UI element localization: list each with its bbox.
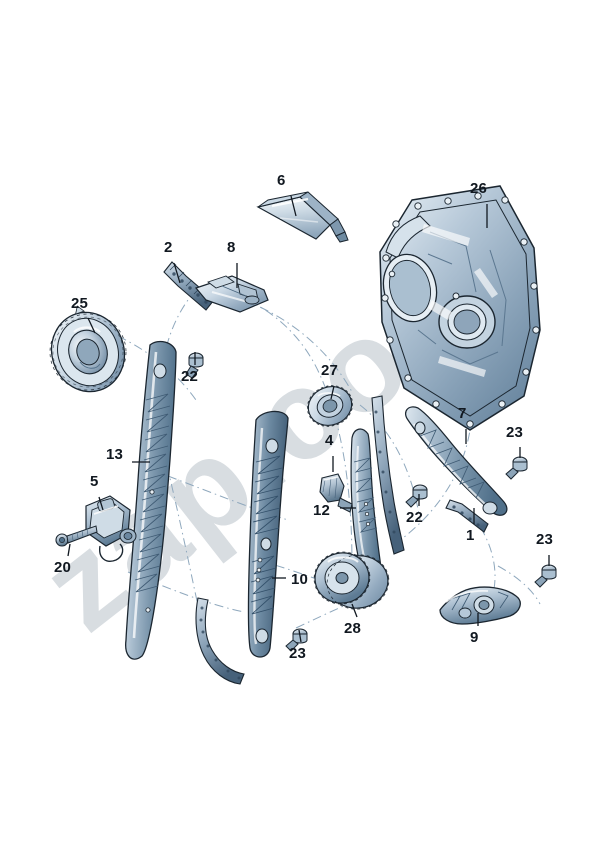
part-8-chain-guide-clip	[194, 275, 269, 313]
chain-strand-right	[371, 395, 405, 555]
part-28-crankshaft-double-sprocket	[313, 551, 390, 610]
part-20-hex-socket-bolt	[55, 525, 98, 547]
part-10-tensioner-rail-center	[247, 410, 289, 658]
callout-label-9: 9	[470, 629, 479, 646]
part-13-chain-guide-rail-left	[125, 340, 177, 660]
callout-label-12: 12	[313, 502, 331, 519]
callout-label-10: 10	[291, 571, 309, 588]
callout-label-7: 7	[458, 405, 467, 422]
sprocket-teeth	[49, 313, 127, 391]
callout-label-4: 4	[325, 432, 334, 449]
callout-label-13: 13	[106, 446, 124, 463]
part-9-bracket	[439, 586, 521, 625]
callout-label-8: 8	[227, 239, 236, 256]
callout-label-6: 6	[277, 172, 286, 189]
callout-label-25: 25	[71, 295, 89, 312]
part-22-flange-bolt-right	[405, 484, 428, 508]
callout-label-5: 5	[90, 473, 99, 490]
part-1-timing-chain-short	[445, 499, 489, 533]
callout-label-22: 22	[181, 368, 199, 385]
callout-label-1: 1	[466, 527, 475, 544]
part-7-chain-guide-rail-right	[405, 406, 508, 516]
part-27-oil-pump-sprocket	[306, 385, 354, 427]
part-22-flange-bolt-upper	[185, 352, 204, 379]
rail-ribs	[134, 393, 171, 593]
callout-label-23b: 23	[536, 531, 554, 548]
callout-label-23c: 23	[289, 645, 307, 662]
callout-leader-lines	[67, 195, 550, 643]
callout-label-28: 28	[344, 620, 362, 637]
part-23-flange-bolt-right-upper	[505, 456, 528, 480]
callout-label-27: 27	[321, 362, 339, 379]
cover-bolt-holes	[381, 192, 540, 428]
callout-label-26: 26	[470, 180, 488, 197]
part-5-chain-tensioner	[85, 495, 137, 562]
callout-label-22b: 22	[406, 509, 424, 526]
part-23-flange-bolt-right-lower	[534, 564, 557, 588]
part-2-chain-segment	[163, 261, 215, 311]
part-25-camshaft-sprocket	[49, 305, 127, 393]
part-26-timing-cover	[379, 185, 541, 431]
part-6-sealant-tube	[256, 191, 349, 243]
chain-loop-lower-left	[195, 597, 245, 685]
callout-label-2: 2	[164, 239, 173, 256]
callout-label-20: 20	[54, 559, 72, 576]
callout-label-23a: 23	[506, 424, 524, 441]
